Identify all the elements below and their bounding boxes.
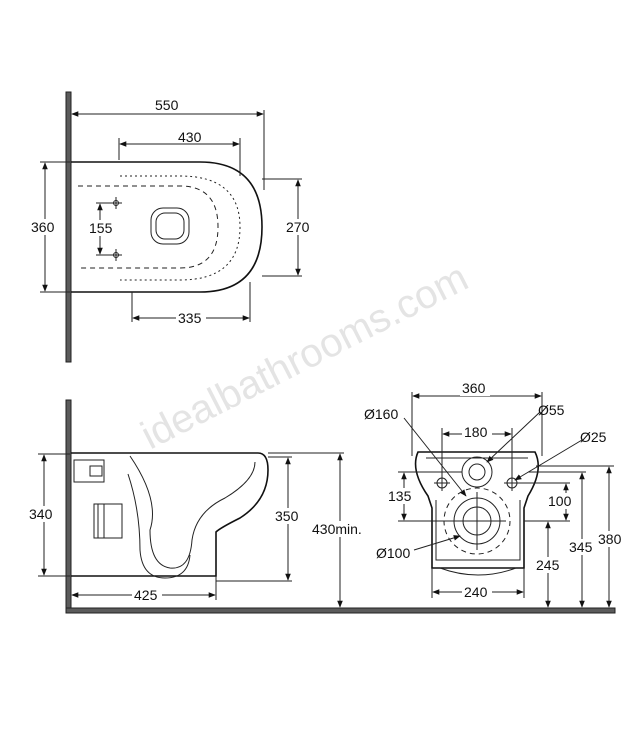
dim-phi160: Ø160 <box>364 406 398 422</box>
dim-180: 180 <box>464 424 488 440</box>
side-bowl-inner <box>129 455 256 569</box>
back-inner-outline <box>426 457 528 561</box>
back-fixing-hole-right <box>504 475 520 491</box>
dim-phi55: Ø55 <box>538 402 565 418</box>
plan-fixing-hole-bottom <box>110 249 122 261</box>
dim-425: 425 <box>134 587 158 603</box>
side-inlet-pipe <box>73 459 105 483</box>
dim-240: 240 <box>464 584 488 600</box>
leader-25 <box>514 439 583 481</box>
plan-seat-opening <box>150 207 190 245</box>
plan-fixing-hole-top <box>110 197 122 209</box>
dim-380: 380 <box>598 531 622 547</box>
dim-340: 340 <box>29 506 53 522</box>
plan-pan-outline <box>71 161 263 293</box>
side-bowl-curve <box>127 473 191 579</box>
dim-back-100: 100 <box>548 493 572 509</box>
dim-335: 335 <box>178 310 202 326</box>
back-view: 360 180 Ø160 Ø55 Ø25 135 Ø100 240 <box>364 380 627 608</box>
plan-seat-opening-inner <box>155 212 185 240</box>
dim-135: 135 <box>388 488 412 504</box>
dim-245: 245 <box>536 557 560 573</box>
back-foot-shadow <box>439 567 517 576</box>
dim-350: 350 <box>275 508 299 524</box>
back-fixing-hole-left <box>434 475 450 491</box>
plan-wall <box>65 91 72 363</box>
plan-inner-rim <box>120 175 241 281</box>
dim-430: 430 <box>178 129 202 145</box>
plan-bowl-dashed <box>78 185 219 269</box>
leader-55 <box>486 411 541 463</box>
side-inlet-cap <box>89 465 103 477</box>
dim-phi100: Ø100 <box>376 545 410 561</box>
plan-view: 550 430 360 270 155 335 <box>30 91 313 363</box>
floor <box>65 607 616 614</box>
dim-back-360: 360 <box>462 380 486 396</box>
side-wall <box>65 399 72 614</box>
dim-phi25: Ø25 <box>580 429 607 445</box>
watermark: idealbathrooms.com <box>134 255 475 458</box>
back-inlet-inner <box>468 463 486 481</box>
dim-550: 550 <box>155 97 179 113</box>
dim-270: 270 <box>286 219 310 235</box>
dim-345: 345 <box>569 539 593 555</box>
leader-100 <box>413 535 461 551</box>
leader-160 <box>403 417 467 497</box>
dim-360: 360 <box>31 219 55 235</box>
side-pan-outline <box>71 452 269 577</box>
dim-155: 155 <box>89 220 113 236</box>
dim-430min: 430min. <box>312 521 362 537</box>
side-outlet-pipe <box>93 503 123 539</box>
side-view: 340 350 430min. 425 <box>28 399 616 614</box>
